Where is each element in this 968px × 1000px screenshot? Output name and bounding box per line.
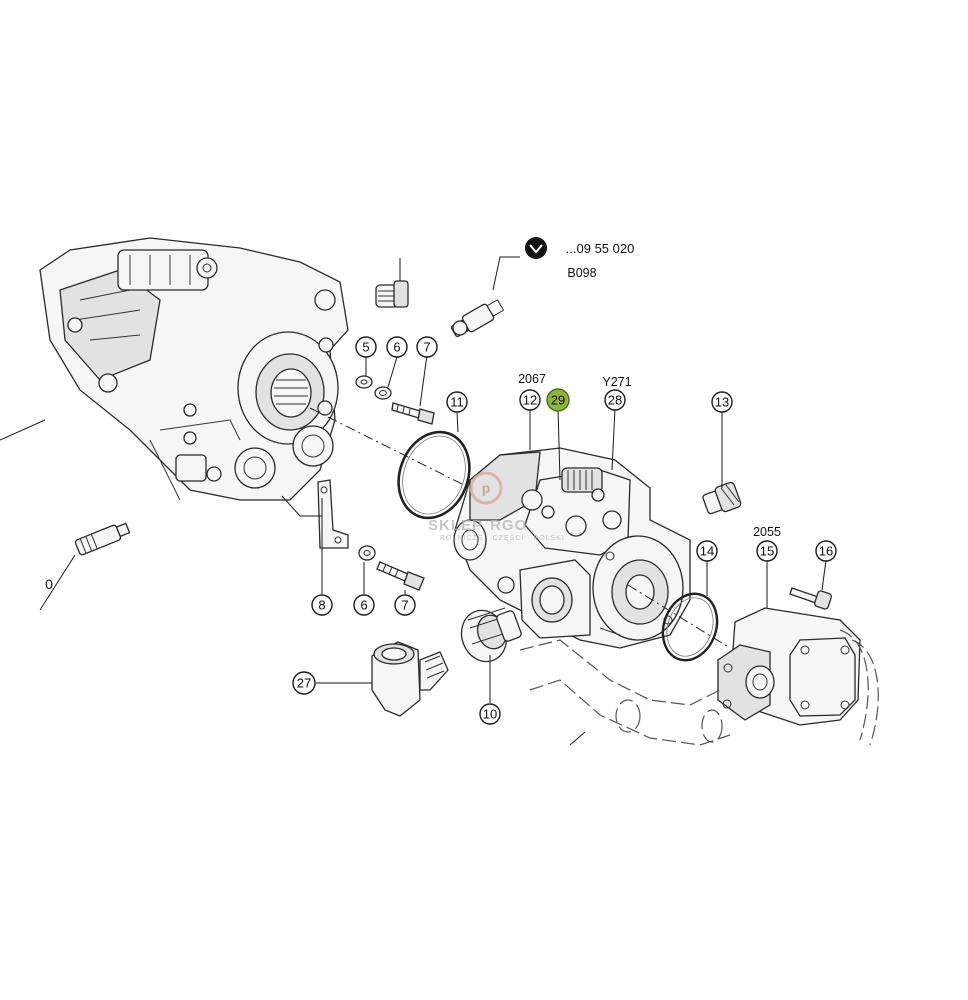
svg-text:11: 11 (450, 395, 464, 410)
callout-11[interactable]: 11 (446, 391, 468, 413)
callout-13[interactable]: 13 (711, 391, 733, 413)
reference-icon (525, 237, 547, 259)
callout-16[interactable]: 16 (815, 540, 837, 562)
svg-text:15: 15 (760, 544, 774, 559)
callout-8[interactable]: 8 (311, 594, 333, 616)
callout-28[interactable]: 28 (604, 389, 626, 411)
code-b098: B098 (567, 266, 596, 280)
svg-text:ROLNICZE · CZĘŚCI · POLSKI: ROLNICZE · CZĘŚCI · POLSKI (440, 533, 565, 542)
hydraulic-pump (453, 447, 691, 649)
callout-7-lower[interactable]: 7 (394, 594, 416, 616)
svg-text:29: 29 (551, 393, 565, 408)
bolt-7-lower (376, 561, 425, 591)
fitting-10 (460, 607, 522, 663)
plug-13 (702, 481, 742, 515)
callout-6[interactable]: 6 (386, 336, 408, 358)
speed-sensor (450, 256, 520, 338)
callout-5[interactable]: 5 (355, 336, 377, 358)
callout-27[interactable]: 27 (292, 671, 316, 695)
elbow-fitting-27 (371, 641, 449, 717)
callout-10[interactable]: 10 (479, 703, 501, 725)
svg-text:14: 14 (700, 544, 714, 559)
o-ring-11 (397, 430, 471, 520)
svg-text:7: 7 (401, 598, 408, 613)
callout-14[interactable]: 14 (696, 540, 718, 562)
threaded-fitting (375, 258, 409, 308)
callout-7[interactable]: 7 (416, 336, 438, 358)
o-ring-14 (661, 592, 719, 662)
code-y271: Y271 (602, 375, 631, 389)
edge-label-zero: 0 (45, 576, 53, 592)
bracket (317, 479, 349, 549)
svg-text:p: p (482, 480, 491, 496)
washer-6-lower (358, 545, 376, 561)
washer-6-upper (374, 386, 392, 400)
svg-text:8: 8 (318, 598, 325, 613)
screw-16 (789, 587, 832, 610)
svg-text:10: 10 (483, 707, 497, 722)
svg-text:16: 16 (819, 544, 833, 559)
svg-text:6: 6 (360, 598, 367, 613)
svg-text:13: 13 (715, 395, 729, 410)
callout-29[interactable]: 29 (546, 388, 570, 412)
gear-pump (717, 607, 861, 726)
axis-line-upper (309, 407, 471, 489)
ref-number-label: ...09 55 020 (566, 241, 635, 256)
watermark-logo: p SKLEP RGO ROLNICZE · CZĘŚCI · POLSKI (428, 471, 565, 542)
code-2067: 2067 (518, 372, 546, 386)
washer-5 (355, 375, 373, 389)
code-2055: 2055 (753, 525, 781, 539)
main-transmission-housing (0, 237, 349, 611)
leader-lines (281, 354, 827, 703)
bolt-7-upper (391, 402, 435, 425)
callout-15[interactable]: 15 (756, 540, 778, 562)
svg-text:28: 28 (608, 393, 622, 408)
svg-text:27: 27 (297, 676, 311, 691)
callout-6-lower[interactable]: 6 (353, 594, 375, 616)
svg-text:12: 12 (523, 393, 537, 408)
svg-text:7: 7 (423, 340, 430, 355)
ghost-hose (519, 629, 879, 746)
callout-12[interactable]: 12 (519, 389, 541, 411)
svg-text:5: 5 (362, 340, 369, 355)
svg-text:RGO: RGO (490, 517, 527, 534)
svg-text:6: 6 (393, 340, 400, 355)
svg-text:SKLEP: SKLEP (428, 517, 483, 534)
